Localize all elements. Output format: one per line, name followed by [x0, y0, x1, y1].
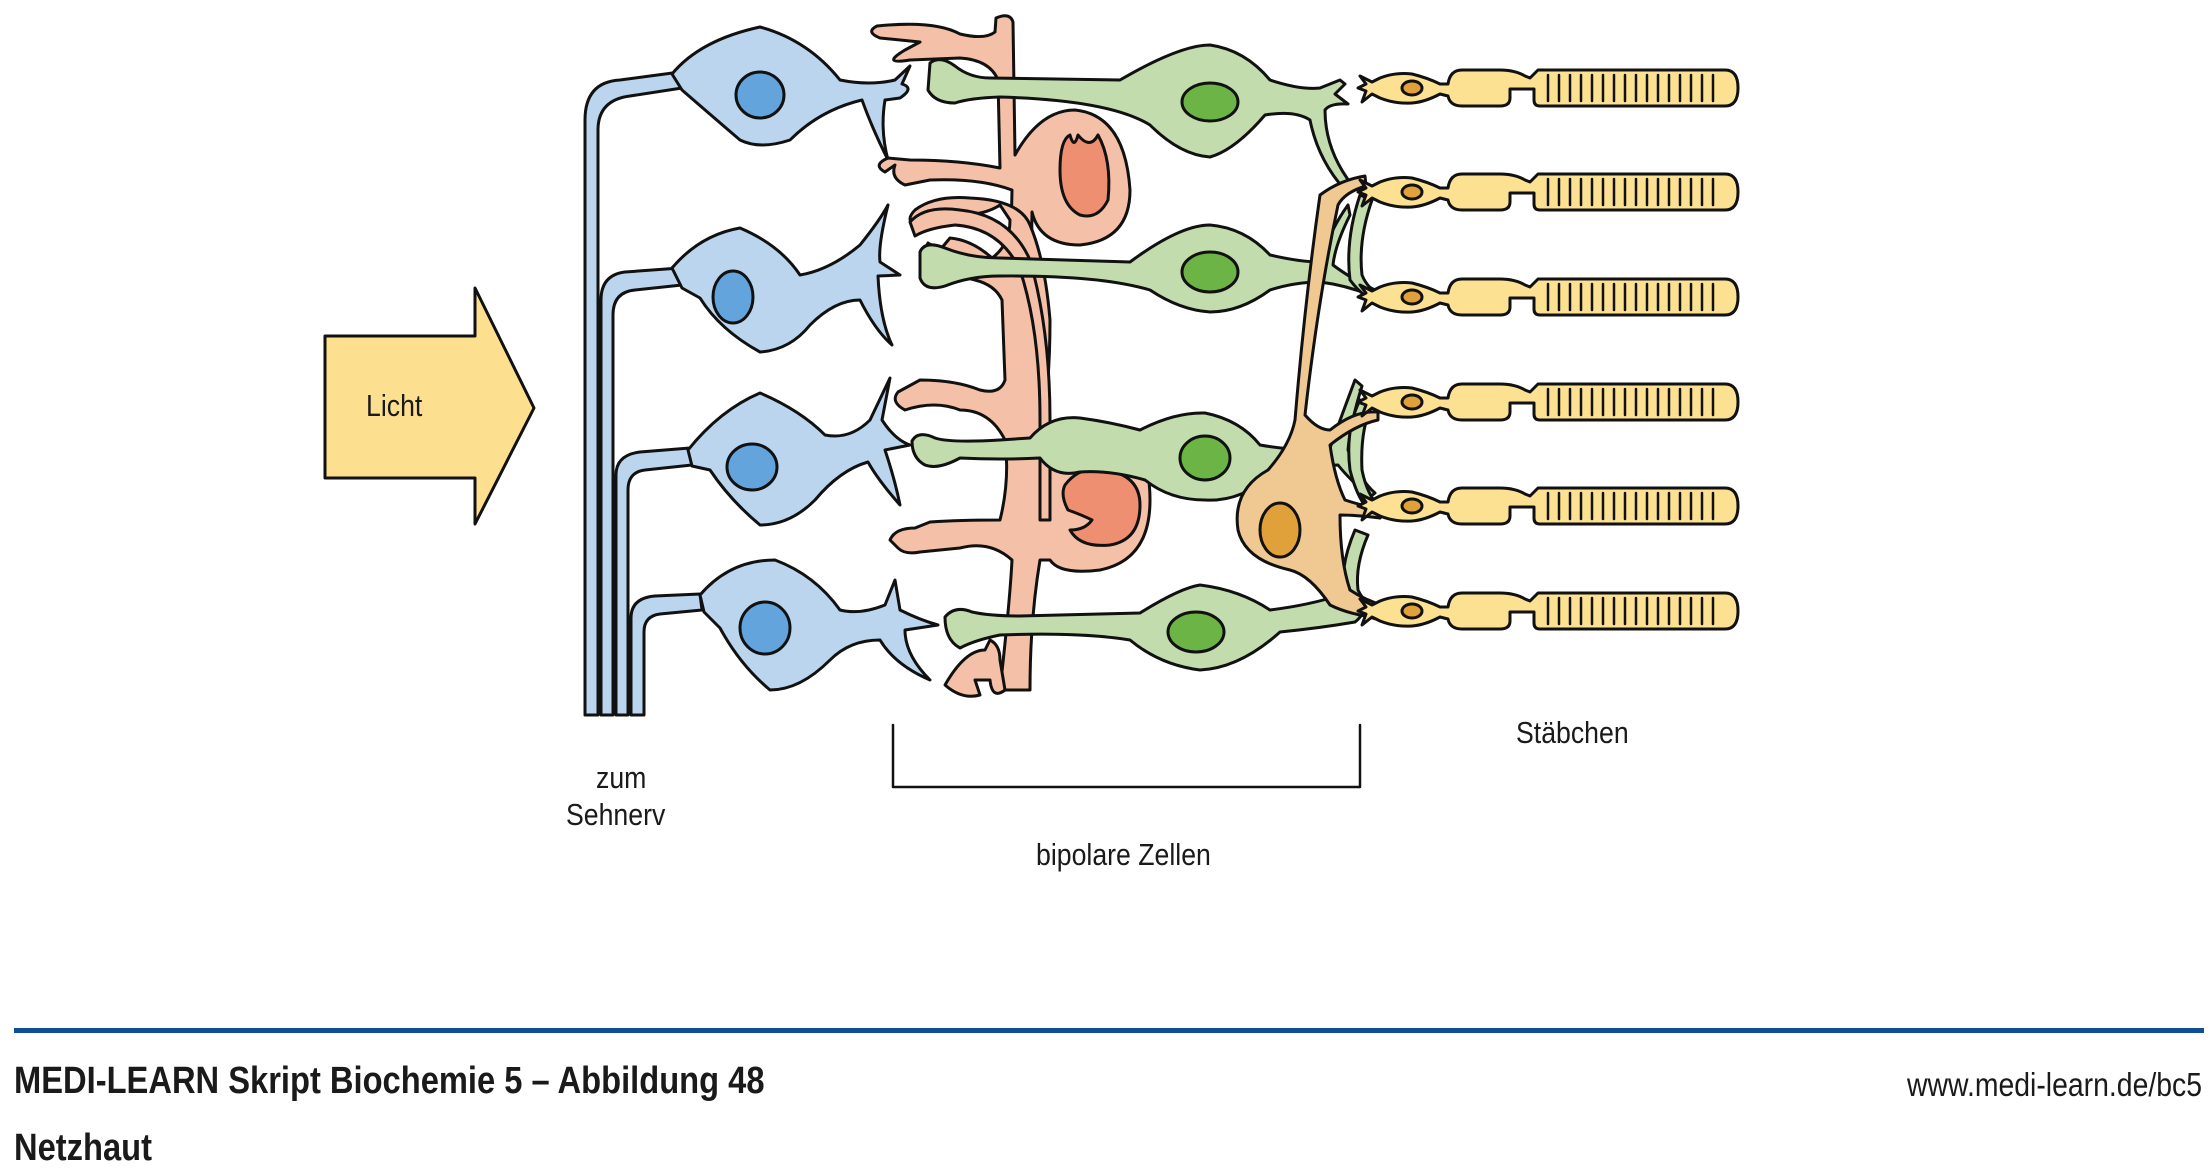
optic-nerve-fibers — [583, 70, 704, 717]
bipolar-nucleus — [1180, 81, 1240, 123]
amacrine-cells — [870, 14, 1152, 698]
footer-rule — [14, 1028, 2204, 1033]
bipolar-nucleus — [1180, 250, 1240, 294]
optic-nerve-label-line1: zum — [596, 760, 647, 795]
light-arrow — [323, 286, 536, 526]
source-url: www.medi-learn.de/bc5 — [1907, 1066, 2202, 1103]
ganglion-nucleus — [734, 70, 786, 120]
amacrine-nucleus — [1061, 467, 1142, 547]
figure-subtitle: Netzhaut — [14, 1127, 152, 1169]
ganglion-cell — [698, 558, 940, 692]
figure-title: MEDI-LEARN Skript Biochemie 5 – Abbildun… — [14, 1060, 765, 1102]
rod-nucleus — [1400, 602, 1424, 620]
bipolar-cells — [910, 43, 1387, 672]
ganglion-cell — [670, 203, 902, 354]
bipolar-cell — [943, 583, 1366, 672]
rod-cell — [1356, 172, 1740, 212]
rod-cell — [1356, 68, 1740, 108]
ganglion-nucleus — [738, 600, 792, 656]
bipolar-nucleus — [1166, 610, 1226, 654]
rods — [1356, 68, 1740, 631]
bipolar-cells-label: bipolare Zellen — [1036, 837, 1211, 872]
horizontal-cell — [1235, 174, 1384, 620]
bipolar-cell — [926, 43, 1354, 192]
rod-nucleus — [1400, 79, 1424, 97]
amacrine-nucleus — [1058, 133, 1111, 218]
amacrine-process — [908, 207, 1052, 522]
rod-cell — [1356, 591, 1740, 631]
bipolar-bracket — [891, 723, 1362, 789]
light-label: Licht — [366, 388, 423, 423]
rod-nucleus — [1400, 393, 1424, 411]
optic-nerve-label-line2: Sehnerv — [566, 797, 666, 832]
retina-diagram — [323, 14, 1740, 789]
ganglion-cell — [686, 376, 912, 527]
horizontal-nucleus — [1258, 501, 1302, 559]
rods-label: Stäbchen — [1516, 715, 1629, 750]
ganglion-cells — [670, 25, 940, 692]
ganglion-nucleus — [711, 269, 755, 325]
rod-nucleus — [1400, 288, 1424, 306]
rod-nucleus — [1400, 497, 1424, 515]
rod-nucleus — [1400, 183, 1424, 201]
rod-cell — [1356, 382, 1740, 422]
amacrine-cell-upper — [870, 14, 1132, 382]
ganglion-nucleus — [725, 442, 779, 492]
rod-cell — [1356, 486, 1740, 526]
bipolar-nucleus — [1178, 434, 1232, 482]
ganglion-cell — [670, 25, 912, 162]
rod-cell — [1356, 277, 1740, 317]
